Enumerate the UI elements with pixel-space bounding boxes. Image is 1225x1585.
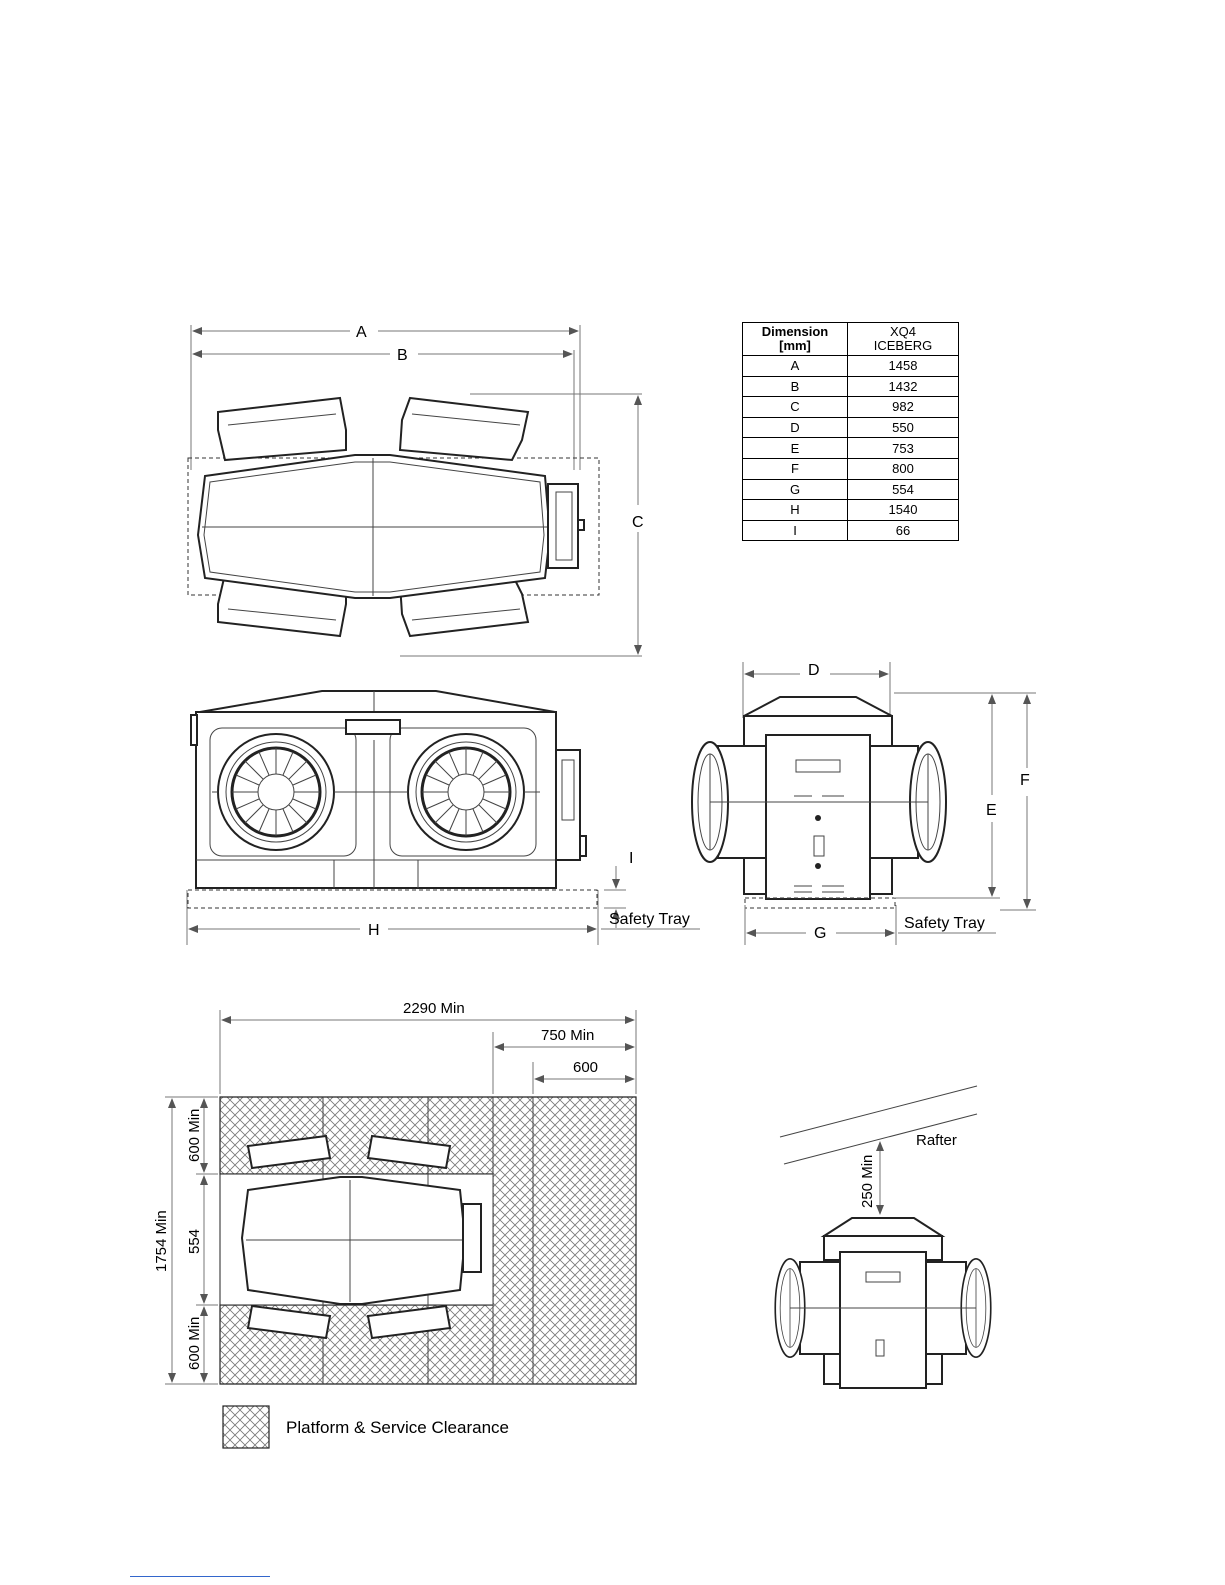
bottom-min-label: 600 Min (186, 1317, 203, 1370)
legend-label: Platform & Service Clearance (286, 1418, 509, 1437)
dimension-cell: C (743, 397, 848, 418)
label-d: D (808, 662, 820, 679)
unit-width-label: 554 (186, 1229, 203, 1254)
dimension-cell: D (743, 417, 848, 438)
value-cell: 1432 (848, 376, 959, 397)
top-view: A B C (188, 324, 644, 656)
label-f: F (1020, 772, 1030, 789)
header-dimension-cell: Dimension [mm] (743, 323, 848, 356)
value-cell: 1458 (848, 356, 959, 377)
clearance-plan: 2290 Min 750 Min 600 1754 Min 600 Min 55… (153, 1000, 636, 1448)
label-c: C (632, 514, 644, 531)
side-view: D E (692, 662, 1036, 945)
header-dimension: Dimension (762, 324, 828, 339)
header-model-line2: ICEBERG (874, 338, 933, 353)
dimension-cell: H (743, 500, 848, 521)
label-b: B (397, 347, 408, 364)
depth-total-label: 1754 Min (153, 1210, 170, 1272)
value-cell: 550 (848, 417, 959, 438)
label-i: I (629, 850, 633, 867)
service-min-label: 750 Min (541, 1027, 594, 1044)
label-a: A (356, 324, 367, 341)
label-e: E (986, 802, 997, 819)
front-view: H I Safety Tray (187, 691, 700, 945)
header-model-cell: XQ4 ICEBERG (848, 323, 959, 356)
top-min-label: 600 Min (186, 1109, 203, 1162)
header-unit: [mm] (779, 338, 811, 353)
dimension-table-header: Dimension [mm] XQ4 ICEBERG (743, 323, 959, 356)
rafter-clearance-label: 250 Min (859, 1155, 876, 1208)
dimension-cell: A (743, 356, 848, 377)
dimension-cell: B (743, 376, 848, 397)
dimension-cell: G (743, 479, 848, 500)
label-g: G (814, 925, 826, 942)
value-cell: 554 (848, 479, 959, 500)
side-safety-tray-label: Safety Tray (904, 915, 985, 932)
footer-link-underline[interactable] (130, 1576, 270, 1577)
header-model-line1: XQ4 (890, 324, 916, 339)
dimension-cell: F (743, 458, 848, 479)
dimension-cell: I (743, 520, 848, 541)
legend-swatch (223, 1406, 269, 1448)
front-safety-tray-label: Safety Tray (609, 911, 690, 928)
rafter-view: Rafter 250 Min (775, 1086, 991, 1388)
dimension-cell: E (743, 438, 848, 459)
rafter-label: Rafter (916, 1132, 957, 1149)
service-label: 600 (573, 1059, 598, 1076)
value-cell: 753 (848, 438, 959, 459)
value-cell: 66 (848, 520, 959, 541)
value-cell: 800 (848, 458, 959, 479)
value-cell: 1540 (848, 500, 959, 521)
width-min-label: 2290 Min (403, 1000, 465, 1017)
label-h: H (368, 922, 380, 939)
value-cell: 982 (848, 397, 959, 418)
